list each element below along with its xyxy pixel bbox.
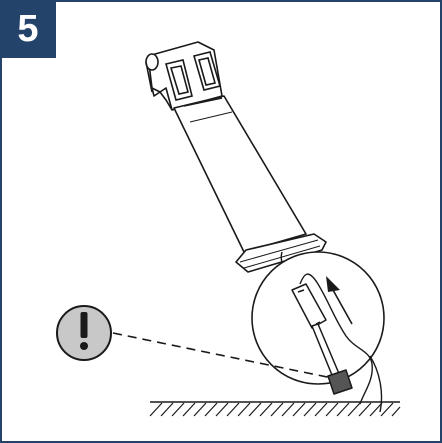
warning-leader-line xyxy=(112,332,333,379)
arrow-icon xyxy=(326,276,353,325)
sensor-wire xyxy=(299,273,373,405)
step-number-badge: 5 xyxy=(0,0,56,58)
device-body xyxy=(173,95,307,253)
cable-lower xyxy=(369,355,383,413)
device-windows xyxy=(165,51,222,101)
floor-surface xyxy=(149,401,401,417)
sensor-component xyxy=(291,283,353,395)
device-base-plate xyxy=(235,233,327,273)
exclamation-icon xyxy=(56,305,112,361)
